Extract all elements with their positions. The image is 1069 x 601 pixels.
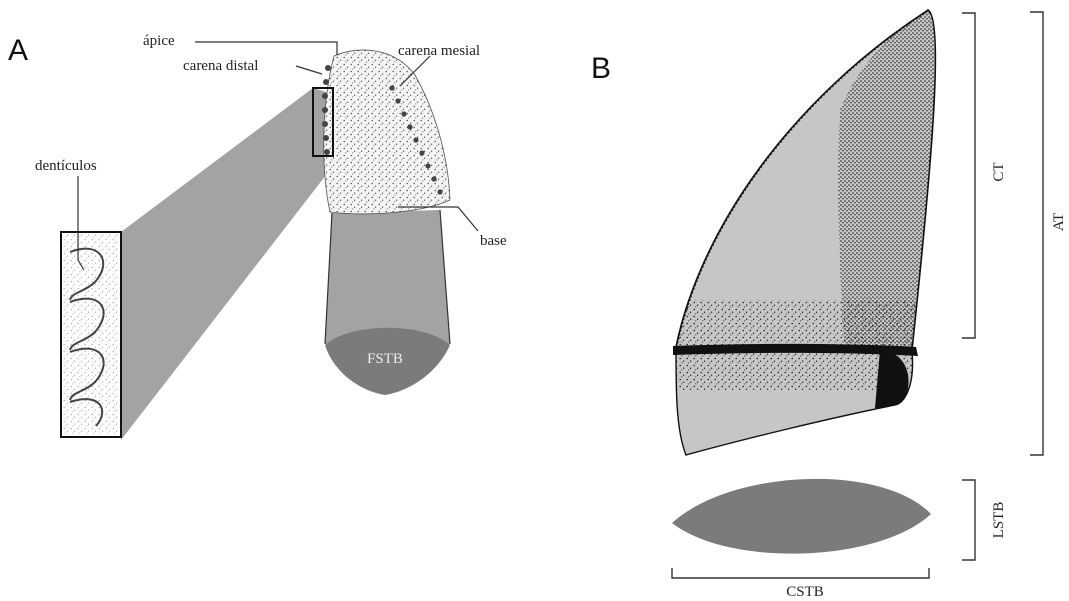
carena-distal-label: carena distal: [183, 58, 258, 74]
ct-bracket: [962, 13, 975, 338]
fstb-label: FSTB: [367, 351, 403, 367]
cross-section-b: [672, 479, 931, 554]
at-bracket: [1030, 12, 1043, 455]
carena-distal-leader: [296, 66, 322, 74]
denticulos-label: dentículos: [35, 158, 97, 174]
apice-leader: [195, 42, 337, 55]
panel-b-letter: B: [591, 52, 611, 85]
cstb-label: CSTB: [786, 584, 824, 600]
cstb-bracket: [672, 568, 929, 578]
apice-label: ápice: [143, 33, 175, 49]
magnification-projection: [121, 88, 333, 440]
at-label: AT: [1051, 213, 1067, 231]
lstb-label: LSTB: [991, 502, 1007, 539]
crown-a-stipple: [324, 50, 450, 214]
denticles-stipple: [63, 234, 119, 435]
panel-a: A FSTB: [8, 33, 507, 440]
lstb-bracket: [962, 480, 975, 560]
base-label: base: [480, 233, 507, 249]
panel-a-letter: A: [8, 34, 28, 67]
carena-mesial-label: carena mesial: [398, 43, 480, 59]
panel-b: B CT AT LSTB CSTB: [591, 10, 1067, 600]
root-section-a: [325, 210, 450, 344]
ct-label: CT: [991, 162, 1007, 181]
